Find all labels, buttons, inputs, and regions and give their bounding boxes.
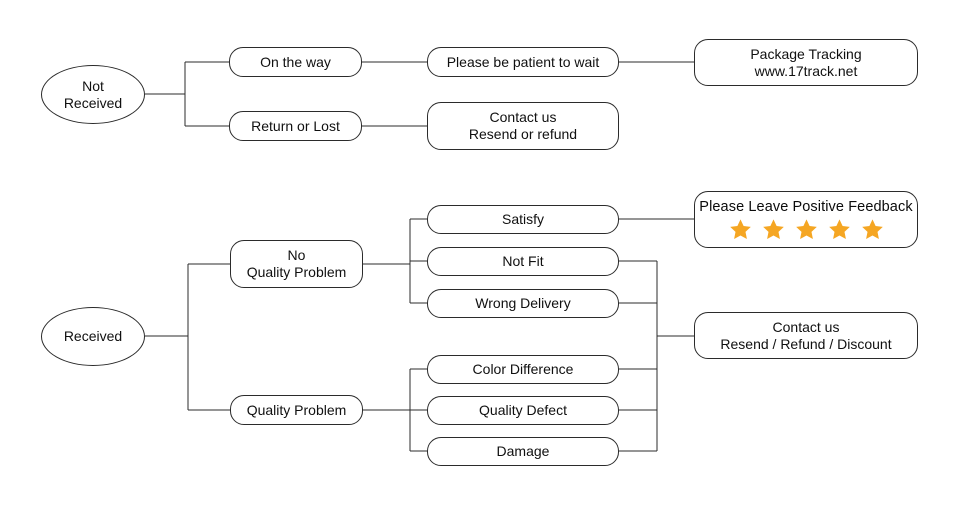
star-rating[interactable] — [728, 218, 885, 242]
node-quality-defect[interactable]: Quality Defect — [427, 396, 619, 425]
node-on-the-way[interactable]: On the way — [229, 47, 362, 77]
node-positive-feedback[interactable]: Please Leave Positive Feedback — [694, 191, 918, 248]
star-icon[interactable] — [860, 218, 885, 242]
node-satisfy[interactable]: Satisfy — [427, 205, 619, 234]
node-please-be-patient[interactable]: Please be patient to wait — [427, 47, 619, 77]
star-icon[interactable] — [794, 218, 819, 242]
node-not-received[interactable]: Not Received — [41, 65, 145, 124]
node-no-quality-problem[interactable]: No Quality Problem — [230, 240, 363, 288]
node-received[interactable]: Received — [41, 307, 145, 366]
star-icon[interactable] — [761, 218, 786, 242]
node-package-tracking[interactable]: Package Tracking www.17track.net — [694, 39, 918, 86]
star-icon[interactable] — [827, 218, 852, 242]
star-icon[interactable] — [728, 218, 753, 242]
node-damage[interactable]: Damage — [427, 437, 619, 466]
node-wrong-delivery[interactable]: Wrong Delivery — [427, 289, 619, 318]
node-return-or-lost[interactable]: Return or Lost — [229, 111, 362, 141]
node-color-difference[interactable]: Color Difference — [427, 355, 619, 384]
node-contact-resend-refund-discount[interactable]: Contact us Resend / Refund / Discount — [694, 312, 918, 359]
node-not-fit[interactable]: Not Fit — [427, 247, 619, 276]
node-quality-problem[interactable]: Quality Problem — [230, 395, 363, 425]
feedback-label: Please Leave Positive Feedback — [699, 199, 913, 216]
node-contact-resend-or-refund[interactable]: Contact us Resend or refund — [427, 102, 619, 150]
